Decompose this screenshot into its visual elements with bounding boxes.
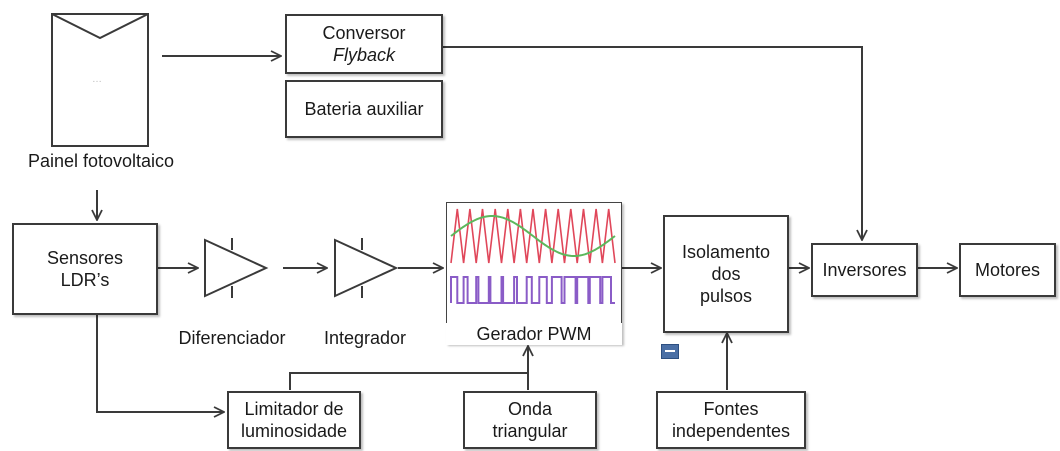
motors-label: Motores	[974, 260, 1041, 280]
flyback-line1: Conversor	[322, 23, 406, 43]
sources-line2: independentes	[671, 421, 791, 441]
independent-sources-block: Fontes independentes	[656, 391, 806, 449]
sine-waveform	[450, 215, 616, 257]
solar-panel-icon: …	[51, 13, 149, 147]
sensors-line2: LDR’s	[60, 270, 110, 290]
luminosity-limiter-block: Limitador de luminosidade	[227, 391, 361, 449]
line-limiter-to-pwm	[289, 372, 528, 390]
integrator-label: Integrador	[323, 328, 407, 348]
pwm-waveform	[450, 276, 615, 304]
ldr-sensors-block: Sensores LDR’s	[12, 223, 158, 315]
limiter-line1: Limitador de	[244, 399, 344, 419]
collapse-icon[interactable]	[661, 344, 679, 359]
pulse-isolation-block: Isolamento dos pulsos	[663, 215, 789, 333]
sources-line1: Fontes	[703, 399, 759, 419]
triangle-waveform	[450, 208, 616, 264]
inverters-block: Inversores	[811, 243, 918, 297]
differentiator-symbol	[204, 238, 269, 298]
arrow-flyback-to-inverters	[443, 46, 862, 240]
pwm-waveforms	[450, 208, 616, 304]
motors-block: Motores	[959, 243, 1056, 297]
flyback-converter-block: Conversor Flyback	[285, 14, 443, 74]
isolation-line2: dos	[711, 264, 741, 284]
battery-label: Bateria auxiliar	[304, 99, 424, 119]
svg-text:…: …	[92, 74, 102, 85]
triangle-line2: triangular	[492, 421, 568, 441]
panel-label: Painel fotovoltaico	[27, 151, 175, 171]
integrator-symbol	[334, 238, 399, 298]
inverters-label: Inversores	[822, 260, 907, 280]
isolation-line1: Isolamento	[681, 242, 771, 262]
differentiator-label: Diferenciador	[178, 328, 286, 348]
triangular-wave-block: Onda triangular	[463, 391, 597, 449]
connections	[96, 46, 957, 412]
flyback-line2: Flyback	[332, 45, 395, 65]
pwm-generator-label: Gerador PWM	[446, 323, 622, 345]
limiter-line2: luminosidade	[240, 421, 348, 441]
sensors-line1: Sensores	[46, 248, 124, 268]
arrow-sensors-to-limiter	[96, 314, 224, 412]
isolation-line3: pulsos	[699, 286, 753, 306]
auxiliary-battery-block: Bateria auxiliar	[285, 80, 443, 138]
triangle-line1: Onda	[507, 399, 553, 419]
